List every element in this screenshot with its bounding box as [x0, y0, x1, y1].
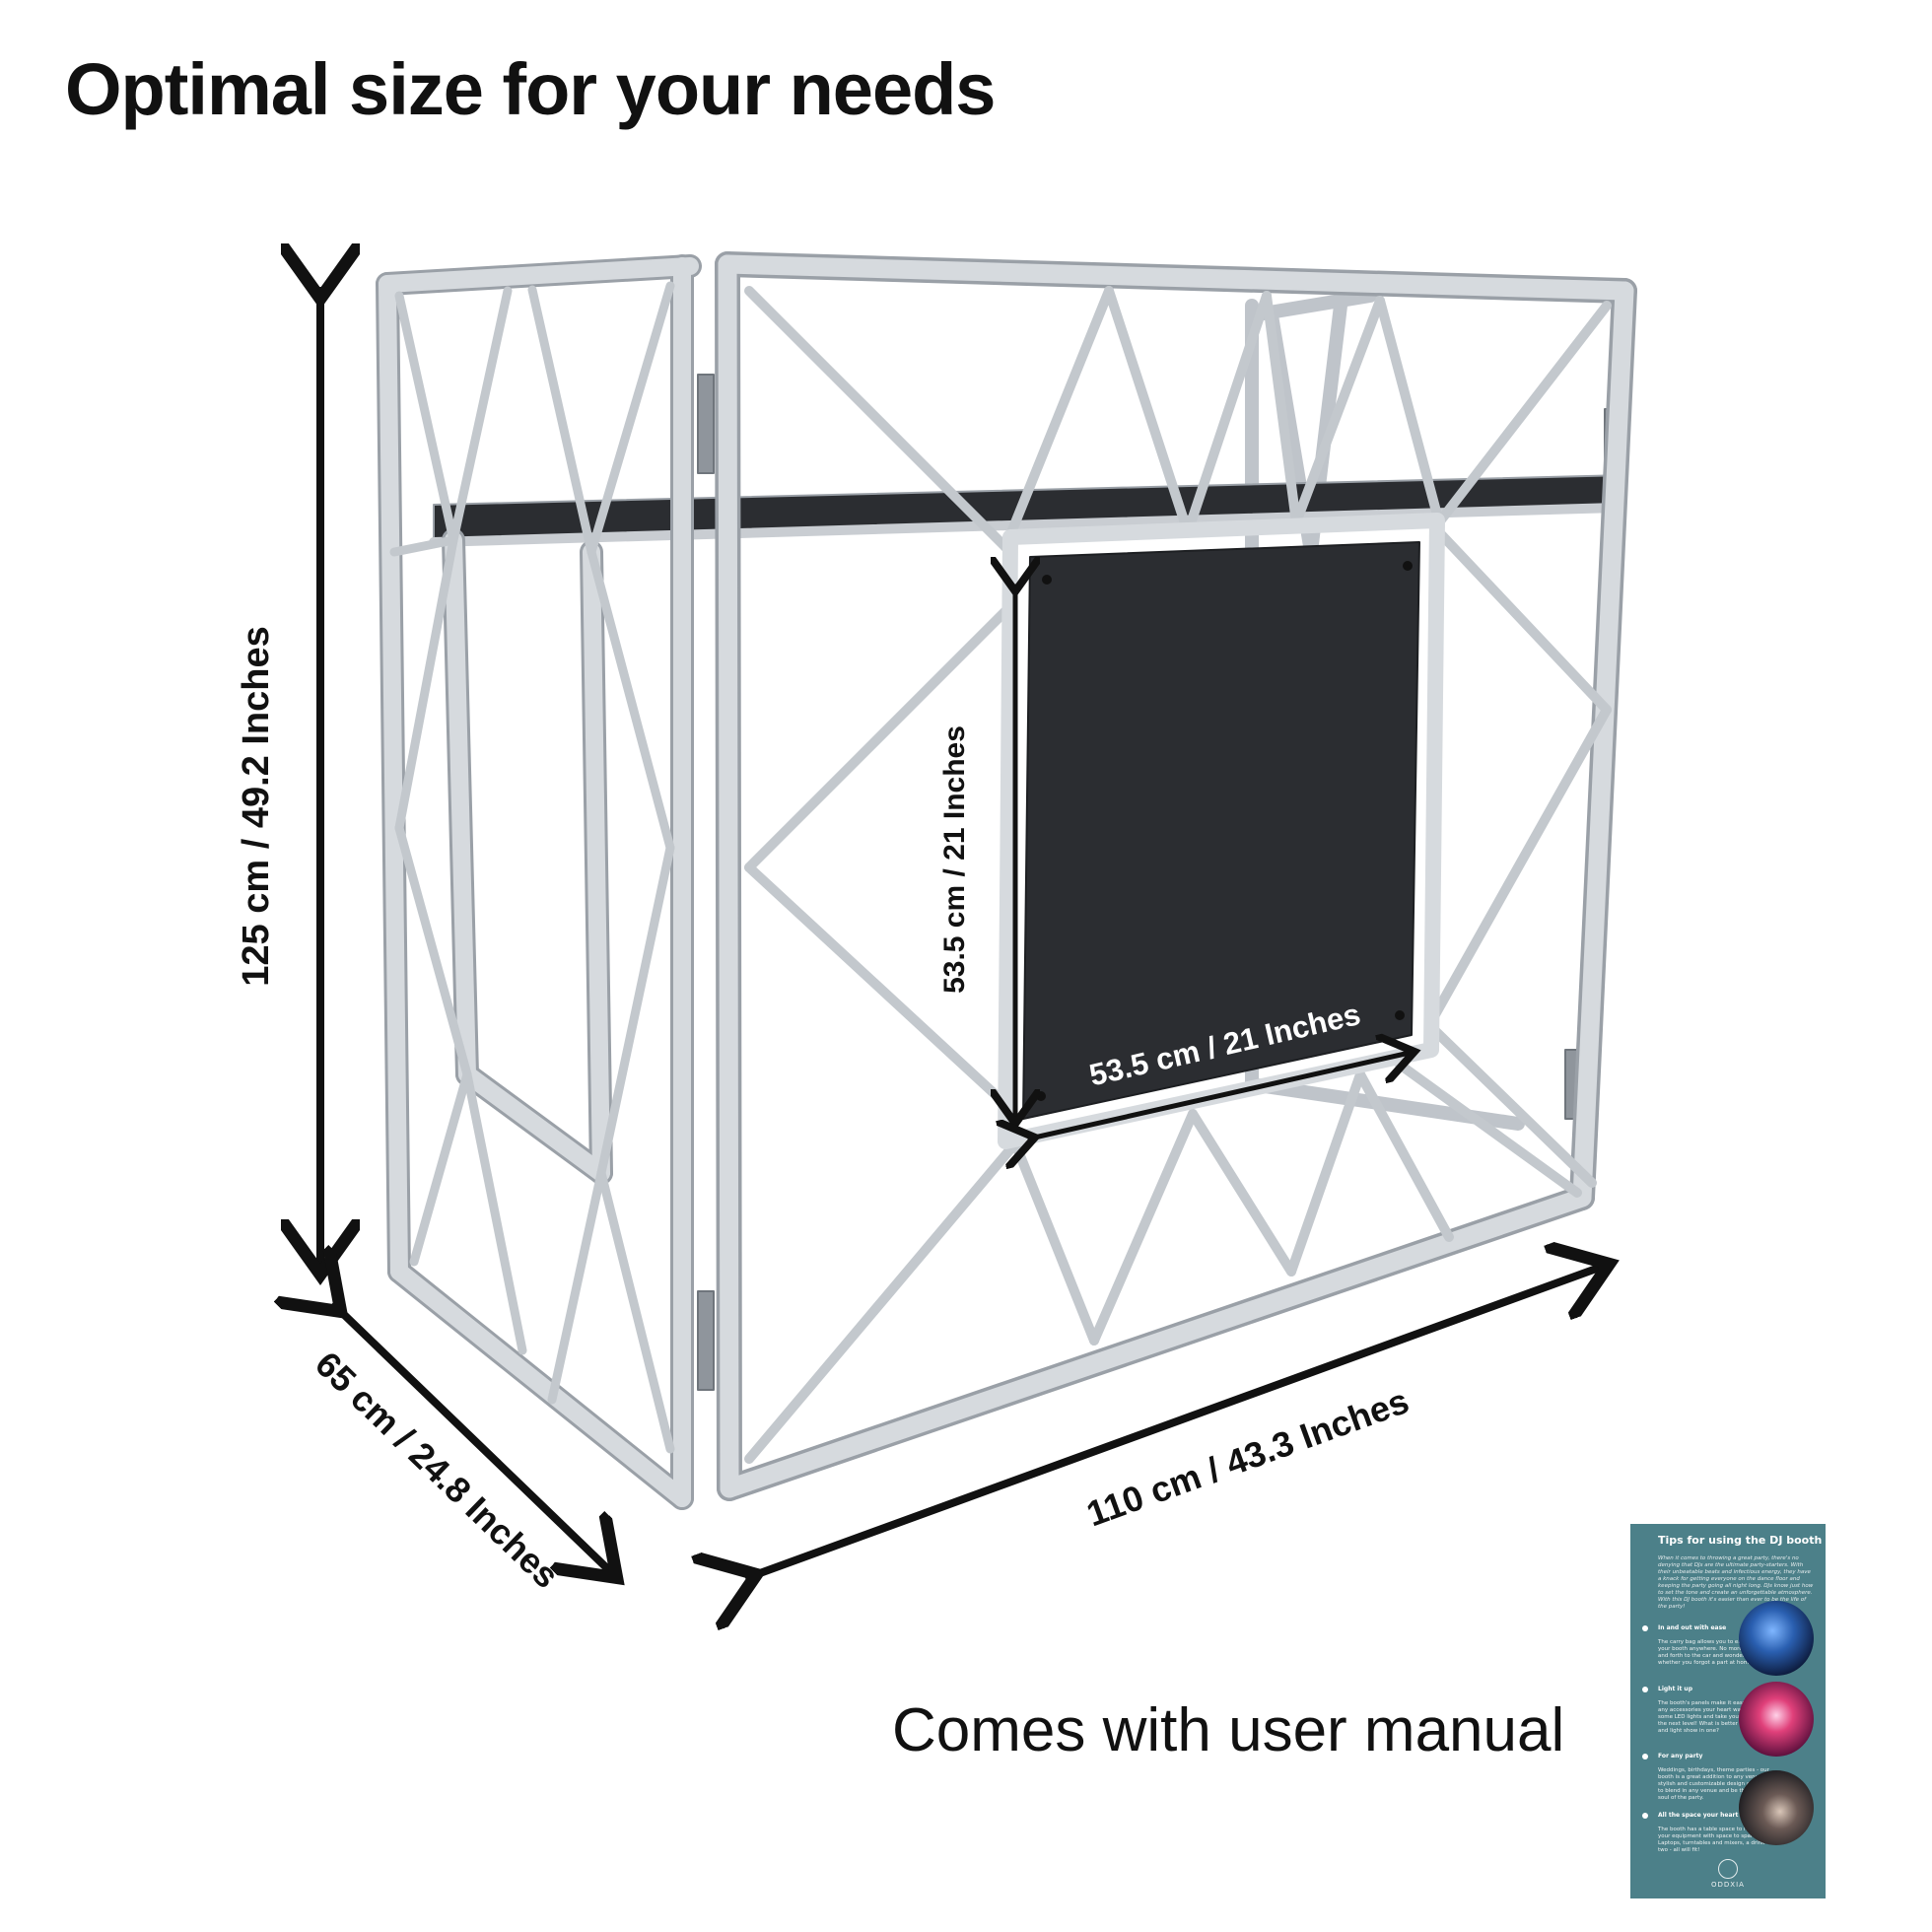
manual-intro: When it comes to throwing a great party,…	[1658, 1555, 1814, 1610]
depth-arrow	[335, 1306, 611, 1572]
dj-booth-frame	[376, 251, 1637, 1510]
panel-width-arrow	[1030, 1053, 1410, 1138]
dimension-arrows	[320, 291, 1602, 1577]
manual-section: Light it up The booth's panels make it e…	[1642, 1686, 1790, 1735]
manual-caption: Comes with user manual	[892, 1696, 1565, 1764]
manual-section-heading: For any party	[1642, 1753, 1790, 1760]
manual-logo-icon	[1718, 1859, 1738, 1879]
panel-height-label: 53.5 cm / 21 Inches	[938, 725, 971, 994]
manual-section-heading: Light it up	[1642, 1686, 1790, 1692]
manual-section-body: Weddings, birthdays, theme parties - our…	[1658, 1767, 1776, 1801]
manual-photo-crowd	[1739, 1601, 1814, 1676]
height-label: 125 cm / 49.2 Inches	[236, 626, 277, 986]
user-manual-thumbnail: Tips for using the DJ booth When it come…	[1630, 1524, 1826, 1898]
manual-section-heading: All the space your heart desires	[1642, 1812, 1790, 1819]
headline: Optimal size for your needs	[65, 48, 996, 130]
width-arrow	[749, 1267, 1602, 1577]
width-label: 110 cm / 43.3 Inches	[1081, 1380, 1414, 1534]
manual-photo-turntable	[1739, 1770, 1814, 1845]
manual-photo-lights	[1739, 1682, 1814, 1757]
manual-section-body: The carry bag allows you to easily take …	[1658, 1639, 1771, 1666]
manual-brand: ODDXIA	[1711, 1881, 1745, 1889]
manual-section-heading: In and out with ease	[1642, 1624, 1790, 1631]
left-side-frame	[376, 254, 702, 1510]
manual-section-body: The booth has a table space to hold all …	[1658, 1827, 1772, 1853]
manual-section-body: The booth's panels make it easy to add a…	[1658, 1700, 1775, 1734]
manual-title: Tips for using the DJ booth	[1658, 1534, 1823, 1547]
manual-section: For any party Weddings, birthdays, theme…	[1642, 1753, 1790, 1802]
manual-section: In and out with ease The carry bag allow…	[1642, 1624, 1790, 1667]
manual-section: All the space your heart desires The boo…	[1642, 1812, 1790, 1854]
